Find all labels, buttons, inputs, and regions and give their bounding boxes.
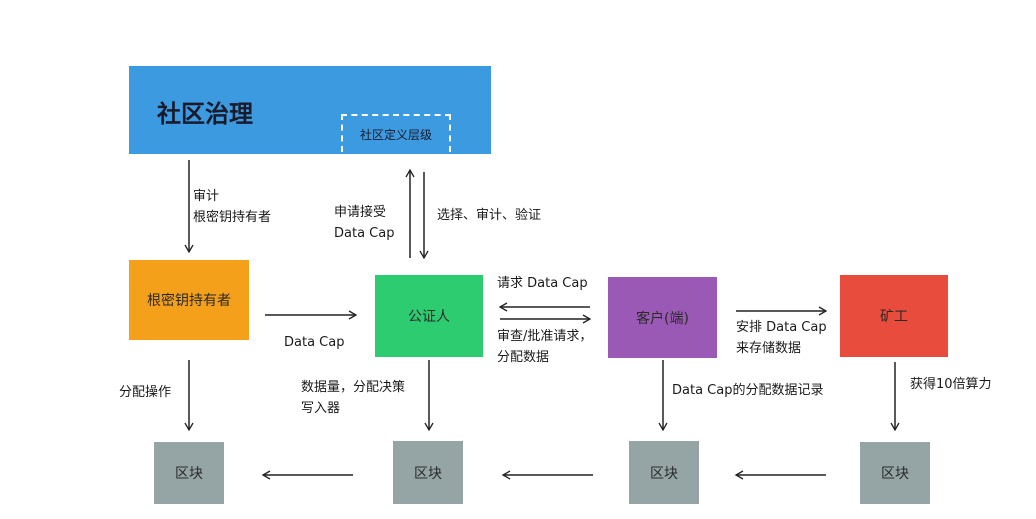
miner-node: 矿工 [840, 275, 948, 357]
label-notary-to-block: 数据量，分配决策 写入器 [301, 380, 406, 416]
label-notary-to-client: 审查/批准请求， 分配数据 [497, 329, 593, 365]
block-node-1: 区块 [154, 442, 224, 504]
label-miner-to-block: 获得10倍算力 [910, 377, 992, 392]
label-gov-to-root: 审计 根密钥持有者 [193, 189, 272, 225]
label-gov-to-notary: 选择、审计、验证 [437, 208, 542, 223]
community-governance-box: 社区治理 社区定义层级 [129, 66, 491, 154]
label-client-to-block: Data Cap的分配数据记录 [672, 383, 824, 398]
label-client-to-miner: 安排 Data Cap 来存储数据 [736, 320, 827, 356]
community-defined-level: 社区定义层级 [341, 114, 451, 152]
root-key-holder-node: 根密钥持有者 [129, 260, 249, 340]
block-node-4: 区块 [860, 442, 930, 504]
governance-title: 社区治理 [157, 100, 253, 128]
block-node-2: 区块 [393, 441, 463, 504]
label-root-to-block: 分配操作 [119, 385, 172, 400]
block-node-3: 区块 [629, 441, 699, 504]
label-notary-to-gov: 申请接受 Data Cap [334, 205, 395, 241]
label-client-to-notary: 请求 Data Cap [497, 276, 588, 291]
label-root-to-notary: Data Cap [284, 335, 345, 350]
client-node: 客户(端) [608, 277, 717, 358]
notary-node: 公证人 [375, 275, 483, 357]
